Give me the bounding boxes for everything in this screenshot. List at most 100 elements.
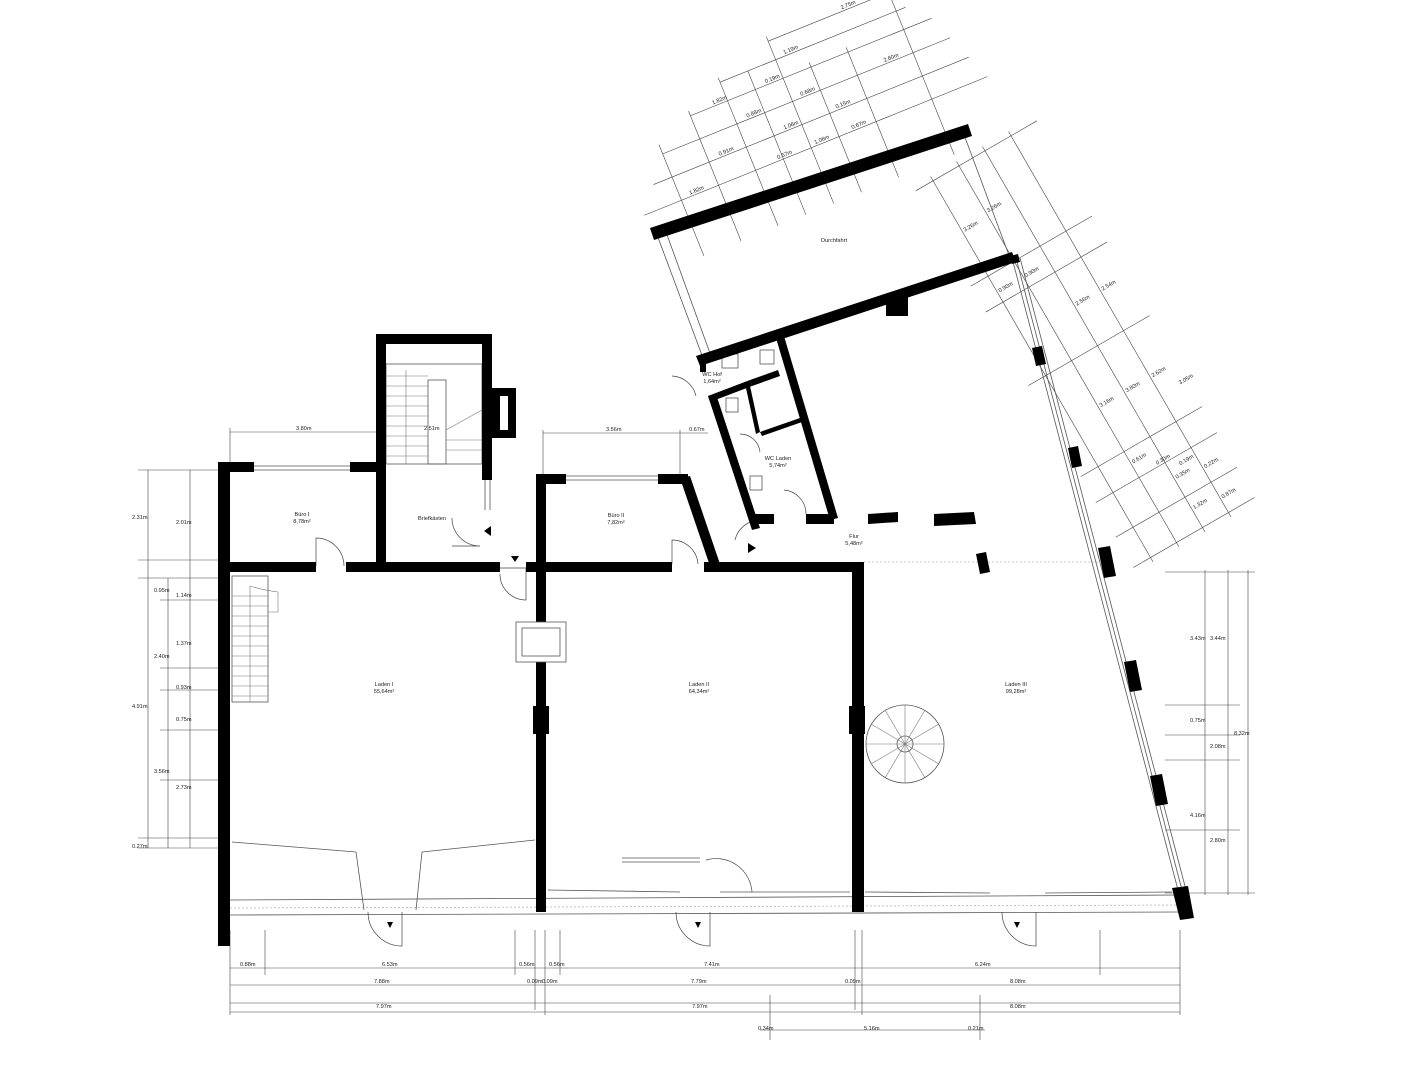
dim-diag-right-12: 0.19m — [1178, 454, 1195, 467]
room-area: 7,82m² — [607, 520, 625, 526]
dim-bot2-f: 8.08m — [1010, 979, 1026, 985]
dim-bot2-d: 7.79m — [691, 979, 707, 985]
room-laden2: Laden II 64,34m² — [689, 682, 710, 695]
dim-bot2-b: 0.09m — [527, 979, 543, 985]
room-laden1: Laden I 55,64m² — [374, 682, 395, 695]
dim-diag-top-3: 0.19m — [764, 74, 781, 86]
dim-left-e: 1.37m — [176, 641, 192, 647]
dim-diag-right-13: 0.35m — [1175, 467, 1192, 480]
dim-bot4-b: 5.16m — [864, 1026, 880, 1032]
dim-diag-right-2: 0.90m — [998, 281, 1015, 294]
dim-diag-right-7: 3.80m — [1125, 381, 1142, 394]
dim-diag-right-16: 0.87m — [1221, 487, 1238, 500]
dim-diag-right-10: 0.61m — [1131, 452, 1148, 465]
dim-diag-top-4: 0.68m — [800, 86, 817, 98]
dim-right-d: 2.08m — [1210, 744, 1226, 750]
room-area: 5,48m² — [845, 541, 863, 547]
dim-left-g: 0.93m — [176, 685, 192, 691]
dim-bot1-b: 6.53m — [382, 962, 398, 968]
dim-left-a: 2.31m — [132, 515, 148, 521]
dim-left-b: 2.01m — [176, 520, 192, 526]
room-briefkasten: Briefkästen — [418, 516, 446, 522]
dim-bot4-c: 0.21m — [968, 1026, 984, 1032]
dim-top-buero2: 3.56m — [606, 427, 622, 433]
dim-left-f: 2.40m — [154, 654, 170, 660]
room-area: 99,28m² — [1006, 689, 1027, 695]
room-area: 64,34m² — [689, 689, 710, 695]
dim-bot2-c: 0.09m — [542, 979, 558, 985]
dim-bot1-e: 7.41m — [704, 962, 720, 968]
room-wc-laden: WC Laden 5,74m² — [765, 456, 791, 469]
dim-diag-top-6: 0.88m — [746, 108, 763, 120]
dim-diag-top-1: 1.19m — [783, 44, 800, 56]
dim-diag-top-12: 1.06m — [814, 134, 831, 146]
stair-laden1 — [231, 575, 279, 703]
door-swings — [315, 375, 1037, 947]
entry-markers — [387, 526, 1020, 928]
room-area: 1,64m² — [703, 379, 721, 385]
room-area: 55,64m² — [374, 689, 395, 695]
dim-left-d: 1.14m — [176, 593, 192, 599]
dim-right-c: 0.75m — [1190, 718, 1206, 724]
dim-diag-right-0: 3.26m — [986, 201, 1003, 214]
dim-diag-right-6: 3.16m — [1099, 396, 1116, 409]
dim-left-h: 4.91m — [132, 704, 148, 710]
dim-right-a: 3.43m — [1190, 636, 1206, 642]
dim-bot1-f: 6.24m — [975, 962, 991, 968]
room-laden3: Laden III 99,28m² — [1005, 682, 1027, 695]
dim-diag-top-8: 0.91m — [718, 146, 735, 158]
walls — [218, 124, 1194, 946]
dim-diag-right-9: 3.05m — [1178, 373, 1195, 386]
room-name: Büro I — [295, 512, 310, 518]
dim-diag-top-2: 1.82m — [711, 95, 728, 107]
dimension-labels: 3.80m 2.51m 3.56m 0.67m 2.31m 2.01m 0.95… — [132, 0, 1250, 1032]
dim-diag-right-15: 1.32m — [1192, 498, 1209, 511]
room-name: WC Laden — [765, 456, 791, 462]
stair-main — [385, 363, 483, 465]
dim-diag-right-14: 0.22m — [1203, 457, 1220, 470]
dim-diag-right-4: 2.54m — [1101, 279, 1118, 292]
dim-left-i: 0.75m — [176, 717, 192, 723]
dim-left-l: 0.27m — [132, 844, 148, 850]
dim-right-f: 4.16m — [1190, 813, 1206, 819]
dim-diag-top-0: 2.75m — [840, 0, 857, 11]
dim-stair-width: 2.51m — [424, 426, 440, 432]
dim-bot3-c: 8.08m — [1010, 1004, 1026, 1010]
dim-top-buero1: 3.80m — [296, 426, 312, 432]
room-name: Laden I — [375, 682, 394, 688]
dim-top-small: 0.67m — [689, 427, 705, 433]
dim-right-g: 2.80m — [1210, 838, 1226, 844]
spiral-stair — [865, 704, 945, 784]
room-labels: Büro I 8,78m² Briefkästen Büro II 7,82m²… — [293, 238, 1027, 695]
dim-diag-top-10: 0.67m — [851, 119, 868, 131]
room-area: 8,78m² — [293, 519, 311, 525]
glazing-lines — [229, 131, 1187, 916]
dim-diag-top-11: 1.82m — [688, 185, 705, 197]
dim-bot2-e: 0.09m — [845, 979, 861, 985]
dim-bot1-d: 0.56m — [549, 962, 565, 968]
dim-diag-top-13: 0.57m — [777, 149, 794, 161]
dim-right-b: 3.44m — [1210, 636, 1226, 642]
dim-diag-top-5: 2.60m — [883, 52, 900, 64]
room-name: WC Hof — [702, 372, 722, 378]
room-durchfahrt: Durchfahrt — [821, 238, 848, 244]
dim-diag-top-9: 1.06m — [783, 120, 800, 132]
dim-bot2-a: 7.88m — [374, 979, 390, 985]
room-buero1: Büro I 8,78m² — [293, 512, 311, 525]
dim-bot1-c: 0.56m — [519, 962, 535, 968]
room-name: Flur — [849, 534, 859, 540]
room-name: Briefkästen — [418, 516, 446, 522]
room-area: 5,74m² — [769, 463, 787, 469]
dimension-lines — [138, 0, 1255, 1040]
room-name: Laden II — [689, 682, 710, 688]
room-name: Büro II — [608, 513, 625, 519]
dim-left-c: 0.95m — [154, 588, 170, 594]
dim-diag-right-1: 3.26m — [963, 220, 980, 233]
dim-bot1-a: 0.88m — [240, 962, 256, 968]
dim-diag-right-8: 2.62m — [1151, 366, 1168, 379]
dim-right-e: 8.32m — [1234, 731, 1250, 737]
room-name: Durchfahrt — [821, 238, 848, 244]
room-flur: Flur 5,48m² — [845, 534, 863, 547]
room-name: Laden III — [1005, 682, 1027, 688]
